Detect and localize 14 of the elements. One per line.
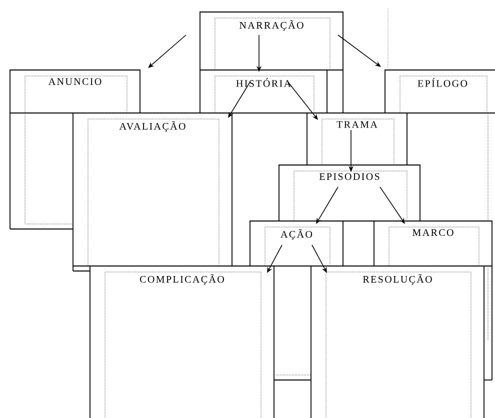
text-box: ANUNCIO bbox=[10, 70, 140, 114]
text-box: MARCO bbox=[374, 220, 492, 266]
text-box: RESOLUÇÃO bbox=[310, 266, 484, 418]
text-box: TRAMA bbox=[306, 112, 408, 166]
arrow bbox=[338, 34, 381, 67]
text-box: COMPLICAÇÃO bbox=[90, 266, 274, 418]
arrow bbox=[380, 186, 405, 224]
text-box: EPÍLOGO bbox=[384, 70, 495, 114]
text-box: HISTÓRIA bbox=[200, 70, 328, 114]
arrow bbox=[148, 34, 186, 68]
text-box: AÇÃO bbox=[250, 220, 344, 266]
text-box: EPISODIOS bbox=[278, 164, 420, 222]
text-box: AVALIAÇÃO bbox=[72, 112, 232, 266]
text-box: NARRAÇÃO bbox=[200, 12, 344, 70]
